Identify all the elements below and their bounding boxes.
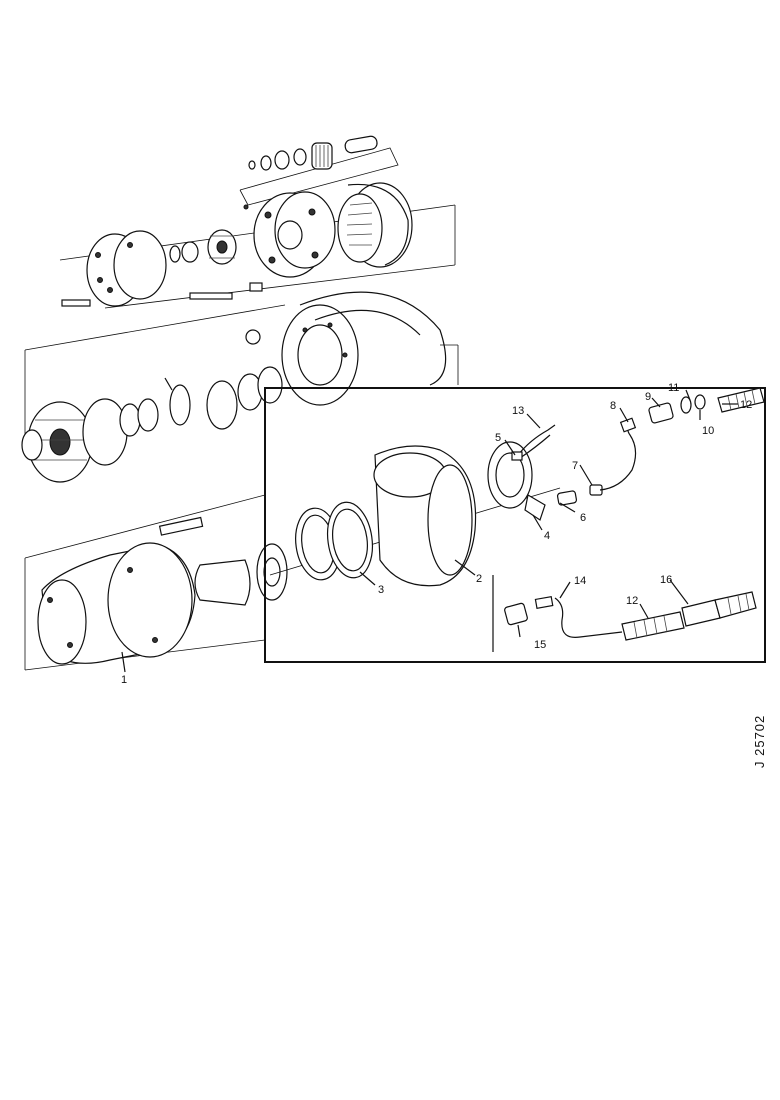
callout-12-bottom: 12	[626, 595, 638, 607]
callout-4: 4	[544, 530, 550, 542]
wheel-hub	[37, 542, 196, 665]
planet-carrier	[253, 191, 336, 278]
planet-pin-parts	[248, 135, 378, 171]
callout-5: 5	[495, 432, 501, 444]
callout-9: 9	[645, 391, 651, 403]
seal-rings	[295, 501, 374, 581]
reference-code: J 25702	[752, 715, 767, 768]
ring-gear	[337, 182, 413, 268]
callout-15: 15	[534, 639, 546, 651]
planetary-carrier-group	[59, 135, 456, 309]
detail-inset	[264, 387, 766, 663]
brake-drum	[281, 291, 447, 406]
planet-gear	[169, 229, 237, 265]
connector-12-top	[717, 387, 765, 413]
callout-1: 1	[121, 674, 127, 686]
callout-16: 16	[660, 574, 672, 586]
hub-group	[24, 494, 288, 671]
sun-gear	[21, 401, 93, 483]
connector-12-bottom	[621, 611, 685, 641]
callout-8: 8	[610, 400, 616, 412]
bolts	[61, 204, 263, 307]
callout-labels: 1 2 3 4 5 6 7 8 9 10 11 12 13 14 16 12 1…	[121, 382, 752, 686]
callout-leaders	[121, 389, 738, 673]
callout-6: 6	[580, 512, 586, 524]
callout-2: 2	[476, 573, 482, 585]
callout-11: 11	[668, 382, 679, 394]
callout-10: 10	[702, 425, 714, 437]
middle-group	[21, 291, 459, 483]
callout-13: 13	[512, 405, 524, 417]
callout-14: 14	[574, 575, 586, 587]
tone-ring	[373, 445, 477, 587]
cover-plates	[86, 230, 167, 307]
callout-12-top: 12	[740, 399, 752, 411]
connector-16	[681, 591, 757, 627]
callout-7: 7	[572, 460, 578, 472]
callout-3: 3	[378, 584, 384, 596]
